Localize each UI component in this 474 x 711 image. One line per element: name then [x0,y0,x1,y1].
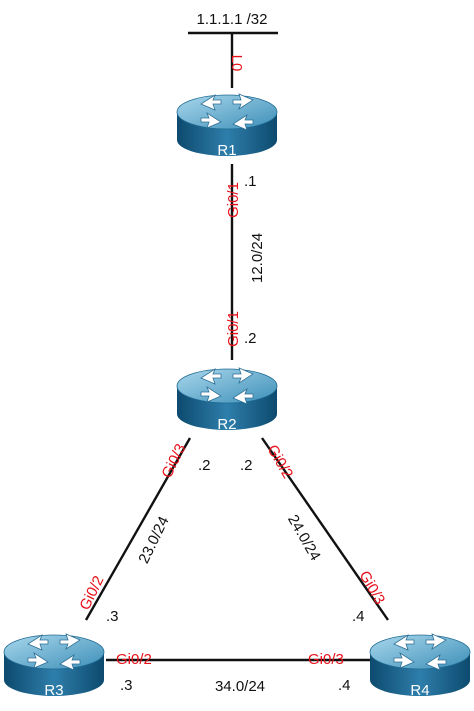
router-r1[interactable]: R1 [176,93,278,159]
r4-left-interface-label: Gi0/3 [308,651,344,668]
r3-top-interface-label: Gi0/2 [76,573,107,613]
link-r2-r4 [261,437,389,621]
r1-host-label: .1 [244,173,257,190]
r4-bottom-host-label: .4 [338,677,351,694]
r2-right-host-label: .2 [240,457,253,474]
r1-interface-label: Gi0/1 [225,182,242,218]
r4-top-interface-label: Gi0/3 [356,568,389,608]
router-r2[interactable]: R2 [176,367,278,433]
r2-top-host-label: .2 [244,330,257,347]
router-r3[interactable]: R3 [3,633,105,699]
router-r4-label: R4 [410,682,429,699]
loopback-interface-label: L0 [228,55,245,72]
r4-top-host-label: .4 [352,608,365,625]
r2-gi02-interface-label: Gi0/2 [264,442,297,482]
r3-right-interface-label: Gi0/2 [116,651,152,668]
r3-bottom-host-label: .3 [120,677,133,694]
r2-gi03-interface-label: Gi0/3 [158,441,189,481]
loopback-network-label: 1.1.1.1 /32 [197,11,268,28]
router-r3-label: R3 [44,682,63,699]
r3-top-host-label: .3 [106,608,119,625]
router-r1-label: R1 [217,142,236,159]
subnet-34-label: 34.0/24 [215,678,265,695]
router-r4[interactable]: R4 [369,633,471,699]
router-r2-label: R2 [217,416,236,433]
r2-top-interface-label: Gi0/1 [225,311,242,347]
link-r2-r3 [84,437,192,621]
r2-left-host-label: .2 [198,457,211,474]
subnet-12-label: 12.0/24 [249,233,266,283]
